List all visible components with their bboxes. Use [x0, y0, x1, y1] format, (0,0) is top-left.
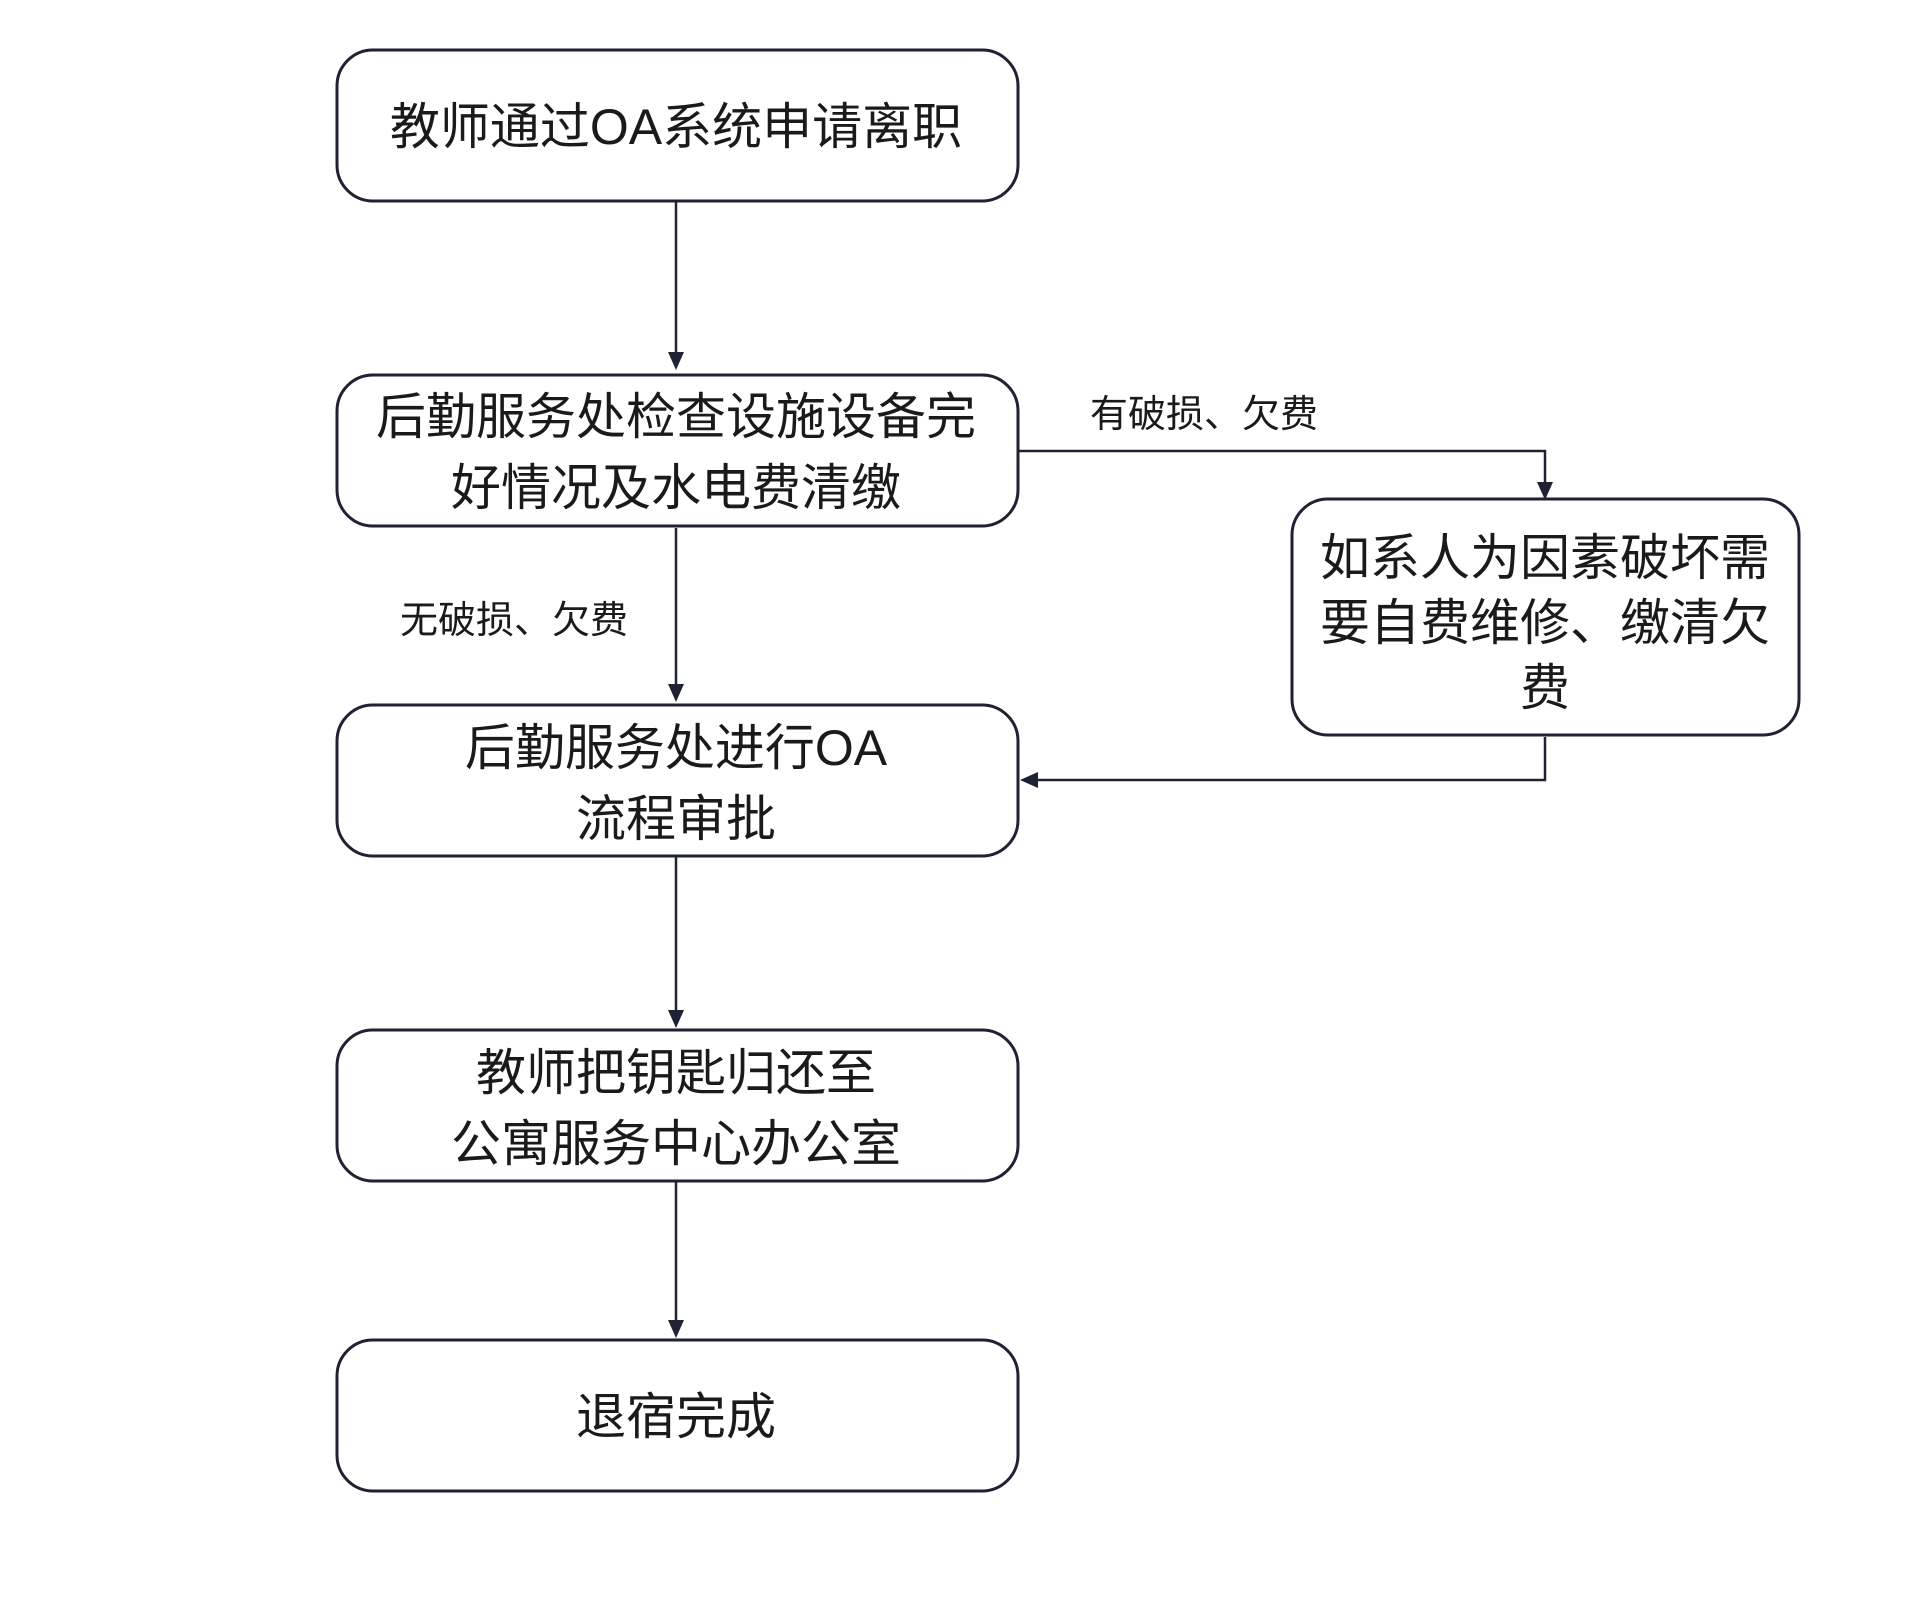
node-inspect-facilities: 后勤服务处检查设施设备完 好情况及水电费清缴 [335, 373, 1020, 528]
edges [668, 202, 1553, 1338]
edge-label-not-damaged: 无破损、欠费 [400, 600, 628, 642]
node-self-pay-repair: 如系人为因素破坏需 要自费维修、缴清欠 费 [1290, 497, 1801, 737]
node-inspect-facilities-line-2: 好情况及水电费清缴 [451, 460, 901, 516]
arrowhead-down [668, 684, 684, 702]
node-apply-resignation: 教师通过OA系统申请离职 [335, 48, 1020, 203]
node-return-keys-line-1: 教师把钥匙归还至 [476, 1045, 876, 1101]
arrowhead-down [668, 1010, 684, 1028]
node-return-keys: 教师把钥匙归还至 公寓服务中心办公室 [335, 1028, 1020, 1183]
node-apply-resignation-line-1: 教师通过OA系统申请离职 [390, 99, 962, 155]
arrowhead-down [668, 1320, 684, 1338]
edge-inspect-to-repair [1018, 449, 1547, 490]
node-move-out-complete-line-1: 退宿完成 [576, 1389, 776, 1445]
node-oa-approval-line-2: 流程审批 [576, 791, 776, 847]
node-return-keys-line-2: 公寓服务中心办公室 [451, 1116, 901, 1172]
node-inspect-facilities-line-1: 后勤服务处检查设施设备完 [376, 389, 976, 445]
node-oa-approval: 后勤服务处进行OA 流程审批 [335, 703, 1020, 858]
arrowhead-left [1020, 772, 1038, 788]
arrowhead-down [668, 352, 684, 370]
node-self-pay-repair-line-1: 如系人为因素破坏需 [1320, 530, 1770, 586]
node-self-pay-repair-line-2: 要自费维修、缴清欠 [1320, 595, 1770, 651]
edge-repair-to-approve [1030, 737, 1547, 782]
node-move-out-complete: 退宿完成 [335, 1338, 1020, 1493]
edge-label-damaged: 有破损、欠费 [1090, 394, 1318, 436]
arrowhead-down [1537, 482, 1553, 500]
node-oa-approval-line-1: 后勤服务处进行OA [465, 720, 888, 776]
node-self-pay-repair-line-3: 费 [1520, 660, 1570, 716]
